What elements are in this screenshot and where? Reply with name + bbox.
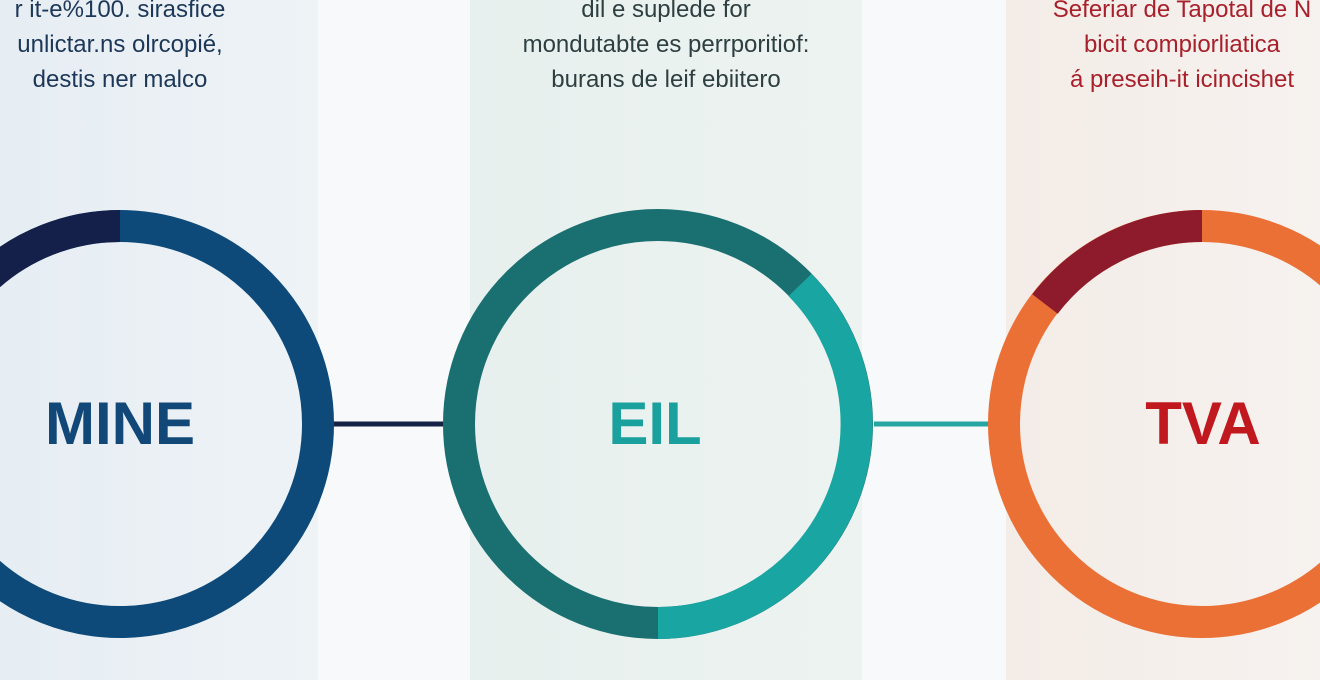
caption-left: r it-e%100. sirasfice unlictar.ns olrcop…	[0, 0, 240, 97]
caption-middle-line-2: mondutabte es perrporitiof:	[522, 31, 810, 58]
caption-left-line-3: destis ner malco	[32, 66, 208, 93]
ring-mine-label: MINE	[45, 390, 195, 457]
ring-mine-arc-secondary	[0, 210, 121, 288]
ring-eil-label: EIL	[608, 390, 701, 457]
ring-eil-arc-secondary	[657, 273, 873, 639]
ring-tva-label: TVA	[1145, 390, 1261, 457]
gap-strip-left	[318, 0, 470, 680]
caption-right: Seferiar de Tapotal de N bicit compiorli…	[1012, 0, 1320, 97]
gap-strip-right	[862, 0, 1006, 680]
caption-left-line-2: unlictar.ns olrcopié,	[17, 31, 223, 58]
ring-tva: TVA	[988, 210, 1320, 638]
ring-mine: MINE	[0, 210, 334, 638]
caption-middle-line-1: dil e suplede for	[581, 0, 751, 23]
ring-tva-arc-secondary	[1032, 210, 1203, 314]
caption-middle: dil e suplede for mondutabte es perrpori…	[466, 0, 866, 97]
caption-right-line-3: á preseih-it icincishet	[1069, 66, 1295, 93]
caption-left-line-1: r it-e%100. sirasfice	[14, 0, 226, 23]
caption-middle-line-3: burans de leif ebiitero	[551, 66, 781, 93]
caption-right-line-2: bicit compiorliatica	[1083, 31, 1281, 58]
caption-right-line-1: Seferiar de Tapotal de N	[1052, 0, 1312, 23]
ring-eil: EIL	[443, 209, 873, 639]
